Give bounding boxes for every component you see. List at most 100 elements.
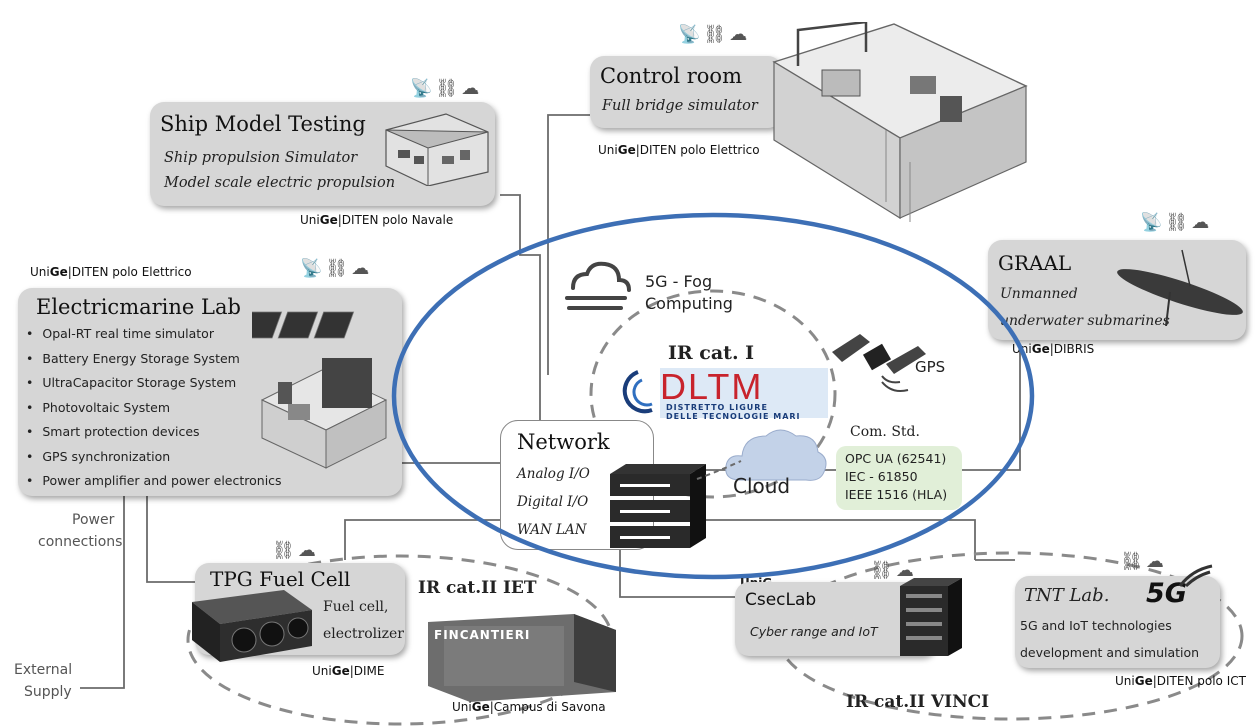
external-label-line1: External — [14, 662, 73, 678]
line-cseclab — [619, 540, 735, 598]
cseclab-server-icon — [900, 578, 962, 656]
line-tpg — [146, 490, 195, 583]
antenna-icon: ⛓ — [272, 540, 298, 561]
comstd-line1: OPC UA (62541) — [845, 451, 947, 466]
ship-model-line2: Model scale electric propulsion — [164, 175, 396, 191]
vinci-ellipse — [776, 551, 1244, 721]
dltm-sub1: DISTRETTO LIGURE — [666, 403, 768, 412]
control-room-subtitle: Full bridge simulator — [602, 98, 758, 114]
dltm-logo — [622, 368, 828, 418]
satellite-dish-icon: 📡 — [1140, 212, 1166, 233]
list-item: Power amplifier and power electronics — [26, 469, 281, 494]
electric-lab-illustration — [252, 311, 388, 469]
network-line1: Analog I/O — [517, 466, 590, 482]
ir-cat1-label: IR cat. I — [668, 342, 755, 364]
vinci-title: IR cat.II VINCI — [846, 692, 990, 712]
fog-label-line1: 5G - Fog — [645, 272, 713, 291]
antenna-icon: ⛓ — [325, 258, 352, 279]
list-item: Smart protection devices — [26, 420, 282, 445]
tnt-affiliation: UniGe|DITEN polo ICT — [1115, 674, 1246, 688]
tnt-title: TNT Lab. — [1024, 585, 1110, 606]
line-ship-model — [500, 194, 541, 420]
external-label-line2: Supply — [24, 684, 72, 700]
network-cloud-link — [696, 460, 742, 480]
cseclab-subtitle: Cyber range and IoT — [750, 624, 878, 639]
iet-title: IR cat.II IET — [418, 578, 537, 598]
network-title: Network — [517, 430, 610, 454]
satellite-dish-icon: 📡 — [678, 24, 704, 45]
antenna-icon: ⛓ — [1120, 551, 1146, 572]
control-room-affiliation: UniGe|DITEN polo Elettrico — [598, 143, 760, 157]
tree-icon: ☁ — [1145, 551, 1167, 572]
fog-cloud-icon — [565, 261, 631, 310]
ship-model-line1: Ship propulsion Simulator — [164, 150, 358, 166]
gps-satellite-icon — [832, 334, 926, 392]
iet-affiliation: UniGe|Campus di Savona — [452, 700, 606, 714]
control-room-title: Control room — [600, 64, 742, 88]
tpg-icons: ⛓☁ — [272, 540, 319, 561]
antenna-icon: ⛓ — [435, 78, 462, 99]
list-item: Photovoltaic System — [26, 396, 282, 421]
list-item: GPS synchronization — [26, 445, 282, 470]
ship-lab-illustration — [385, 113, 489, 186]
tpg-line2: electrolizer — [323, 626, 404, 642]
server-rack-icon — [610, 464, 706, 548]
fog-label-line2: Computing — [645, 294, 733, 313]
electric-lab-icons: 📡⛓☁ — [300, 258, 372, 279]
tpg-affiliation: UniGe|DIME — [312, 664, 385, 678]
comstd-line3: IEEE 1516 (HLA) — [845, 487, 948, 502]
antenna-icon: ⛓ — [870, 560, 896, 581]
comstd-box — [836, 446, 962, 510]
antenna-icon: ⛓ — [703, 24, 730, 45]
graal-line1: Unmanned — [1000, 286, 1078, 302]
network-line3: WAN LAN — [517, 522, 587, 538]
list-item: Battery Energy Storage System — [26, 347, 282, 372]
comstd-title: Com. Std. — [850, 424, 920, 440]
tnt-line1: 5G and IoT technologies — [1020, 618, 1172, 633]
list-item: UltraCapacitor Storage System — [26, 371, 282, 396]
network-line2: Digital I/O — [517, 494, 589, 510]
antenna-icon: ⛓ — [1165, 212, 1192, 233]
ship-model-affiliation: UniGe|DITEN polo Navale — [300, 213, 454, 227]
electric-lab-affiliation: UniGe|DITEN polo Elettrico — [30, 265, 192, 279]
cseclab-title: CsecLab — [745, 590, 817, 610]
tree-icon: ☁ — [729, 24, 751, 45]
tree-icon: ☁ — [1191, 212, 1213, 233]
list-item: Opal-RT real time simulator — [26, 322, 282, 347]
tree-icon: ☁ — [461, 78, 483, 99]
power-label-line1: Power — [72, 512, 115, 528]
cloud-icon — [725, 429, 827, 481]
satellite-dish-icon: 📡 — [300, 258, 326, 279]
ir-cat1-ellipse — [589, 289, 837, 499]
tree-icon: ☁ — [351, 258, 373, 279]
graal-icons: 📡⛓☁ — [1140, 212, 1212, 233]
dltm-logo-text: DLTM — [660, 366, 764, 407]
gps-label: GPS — [915, 358, 946, 376]
fincantieri-container-illustration — [428, 614, 616, 702]
line-external — [80, 490, 125, 689]
power-label-line2: connections — [38, 534, 123, 550]
tnt-line2: development and simulation — [1020, 645, 1200, 660]
control-room-card — [590, 56, 782, 128]
dltm-sub2: DELLE TECNOLOGIE MARI — [666, 412, 801, 421]
satellite-dish-icon: 📡 — [410, 78, 436, 99]
control-room-icons: 📡⛓☁ — [678, 24, 750, 45]
line-control-room — [547, 114, 590, 375]
ship-model-title: Ship Model Testing — [160, 112, 366, 136]
tnt-icons: ⛓☁ — [1120, 551, 1167, 572]
bridge-simulator-illustration — [772, 22, 1028, 222]
tree-icon: ☁ — [895, 560, 917, 581]
electric-lab-list: Opal-RT real time simulator Battery Ener… — [26, 322, 282, 494]
tnt-card — [1015, 576, 1220, 668]
graal-title: GRAAL — [998, 251, 1072, 275]
electric-lab-title: Electricmarine Lab — [36, 295, 241, 319]
tpg-title: TPG Fuel Cell — [210, 567, 351, 591]
graal-line2: underwater submarines — [1000, 313, 1170, 329]
5g-signal-icon — [1178, 564, 1213, 588]
tpg-line1: Fuel cell, — [323, 599, 389, 615]
fuel-cell-illustration — [192, 590, 312, 662]
fincantieri-text: FINCANTIERI — [434, 628, 531, 642]
tree-icon: ☁ — [297, 540, 319, 561]
comstd-line2: IEC - 61850 — [845, 469, 918, 484]
core-blue-ellipse — [391, 212, 1035, 580]
